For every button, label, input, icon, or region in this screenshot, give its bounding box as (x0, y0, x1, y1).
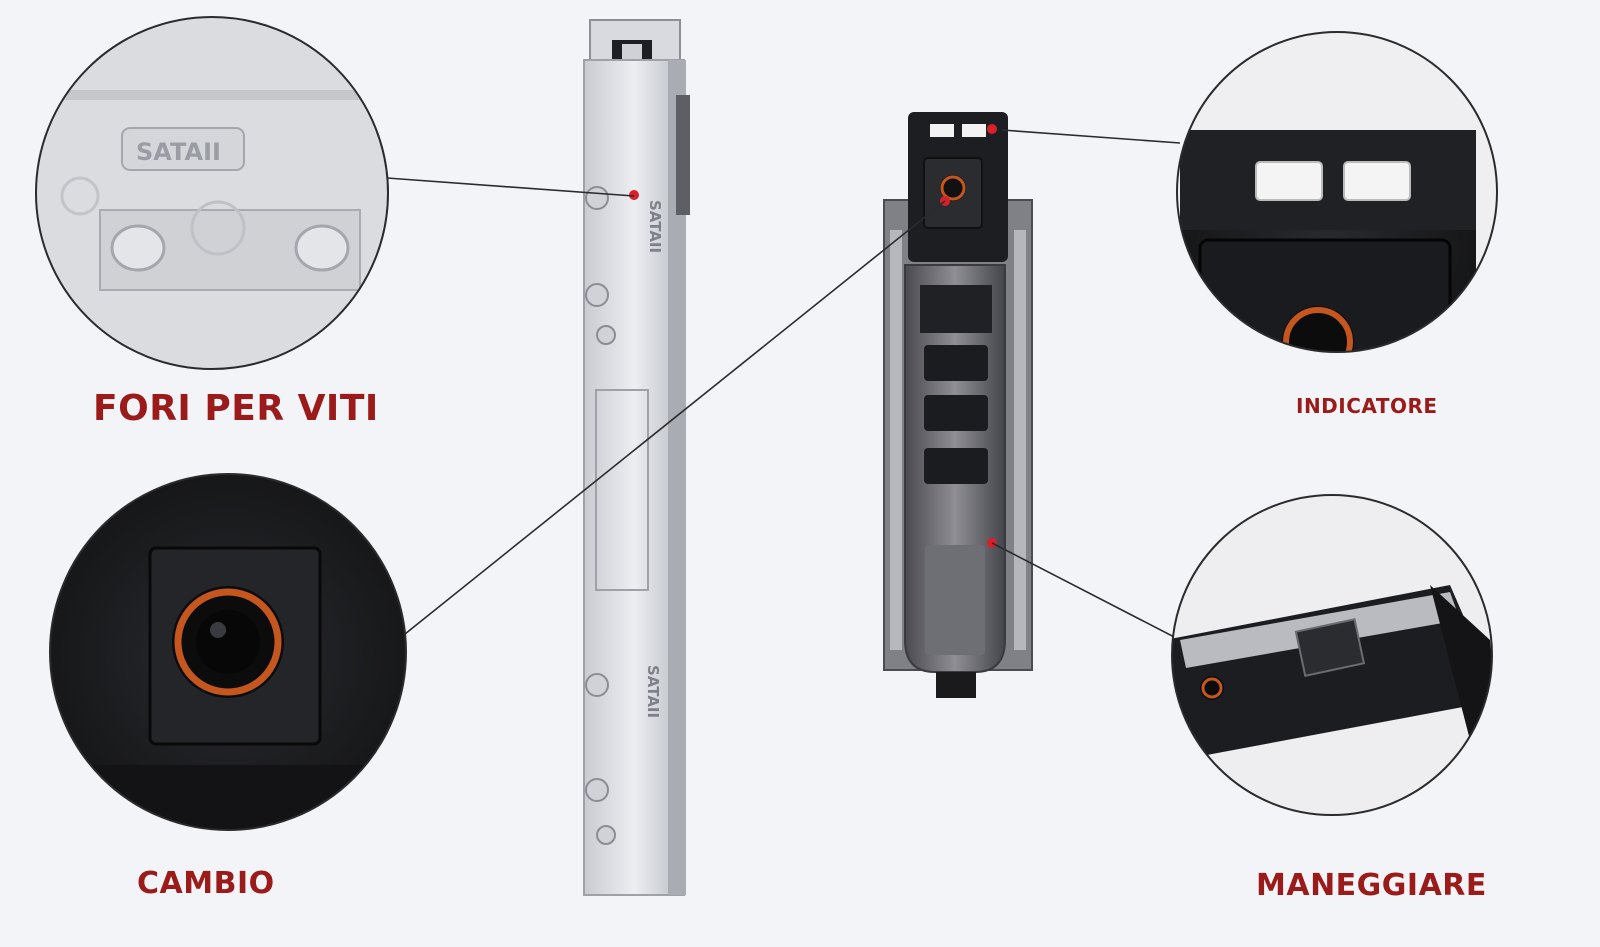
screw-holes-label: FORI PER VITI (93, 388, 379, 429)
switch-label: CAMBIO (137, 866, 275, 901)
indicator-label: INDICATORE (1296, 394, 1438, 418)
handle-label: MANEGGIARE (1256, 868, 1487, 903)
sata-stamp-text: SATAII (136, 138, 221, 166)
callout-switch-zoom (49, 473, 407, 831)
marker-dot (629, 190, 639, 200)
rail-stamp-text: SATAII (644, 665, 662, 718)
callout-screw-holes-zoom: SATAII (35, 16, 389, 370)
rail-stamp-text: SATAII (646, 200, 664, 253)
callout-handle-zoom (1171, 494, 1493, 816)
silver-side-rail: SATAII SATAII (583, 19, 690, 896)
callout-indicator-zoom (1176, 31, 1498, 353)
leader-lines (386, 129, 1181, 641)
marker-dot (987, 124, 997, 134)
drive-tray (883, 112, 1033, 698)
